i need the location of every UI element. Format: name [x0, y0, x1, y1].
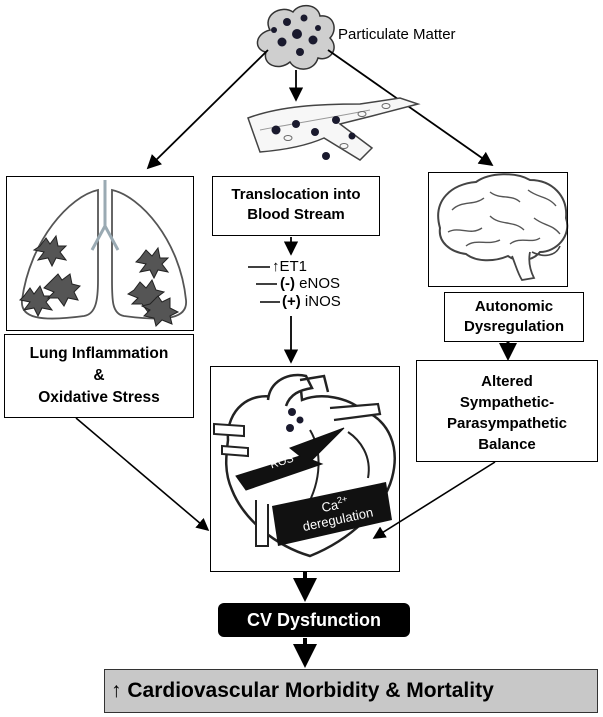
brain-image-frame: [428, 172, 568, 287]
translocation-line1: Translocation into: [231, 186, 361, 203]
ca-superscript: 2+: [336, 493, 349, 506]
autonomic-line2: Dysregulation: [463, 318, 565, 335]
mediator-inos-sign: (+): [282, 293, 301, 310]
balance-line3: Parasympathetic: [446, 415, 568, 432]
balance-line2: Sympathetic-: [459, 394, 555, 411]
lung-image-frame: [6, 176, 194, 331]
outcome-label: Cardiovascular Morbidity & Mortality: [127, 679, 494, 702]
translocation-box: Translocation into Blood Stream: [212, 176, 380, 236]
lungs-icon: [18, 180, 187, 327]
particulate-matter-icon: [256, 4, 335, 70]
blood-vessel-icon: [247, 97, 421, 161]
autonomic-line1: Autonomic: [474, 298, 554, 315]
mediator-enos-label: eNOS: [299, 275, 341, 292]
mediator-et1: ↑ET1: [272, 258, 307, 275]
mediator-inos-label: iNOS: [304, 293, 341, 310]
brain-icon: [437, 173, 569, 281]
balance-line4: Balance: [478, 436, 536, 453]
balance-box: Altered Sympathetic- Parasympathetic Bal…: [416, 360, 598, 462]
mediator-enos: (-) eNOS: [280, 275, 340, 292]
lung-line1: Lung Inflammation: [29, 345, 169, 362]
autonomic-box: Autonomic Dysregulation: [444, 292, 584, 342]
up-arrow-icon: ↑: [272, 258, 280, 275]
arrow-balance-to-heart: [372, 461, 496, 539]
mediator-enos-sign: (-): [280, 275, 295, 292]
mediator-inos: (+) iNOS: [282, 293, 341, 310]
balance-line1: Altered: [481, 373, 533, 390]
heart-icon: [213, 373, 396, 558]
cv-dysfunction-box: CV Dysfunction: [218, 603, 410, 637]
lung-line3: Oxidative Stress: [38, 389, 160, 406]
heart-image-frame: [210, 366, 400, 572]
arrow-pm-to-brain: [327, 49, 494, 167]
outcome-box: ↑ Cardiovascular Morbidity & Mortality: [104, 669, 598, 713]
particulate-matter-label: Particulate Matter: [338, 26, 456, 43]
translocation-line2: Blood Stream: [247, 206, 345, 223]
up-arrow-icon: ↑: [111, 679, 122, 702]
lung-line2: &: [93, 367, 105, 384]
lung-inflammation-box: Lung Inflammation & Oxidative Stress: [4, 334, 194, 418]
arrow-lung-to-heart: [75, 417, 210, 532]
mediator-et1-label: ET1: [279, 258, 308, 275]
arrow-pm-to-lung: [146, 49, 269, 170]
